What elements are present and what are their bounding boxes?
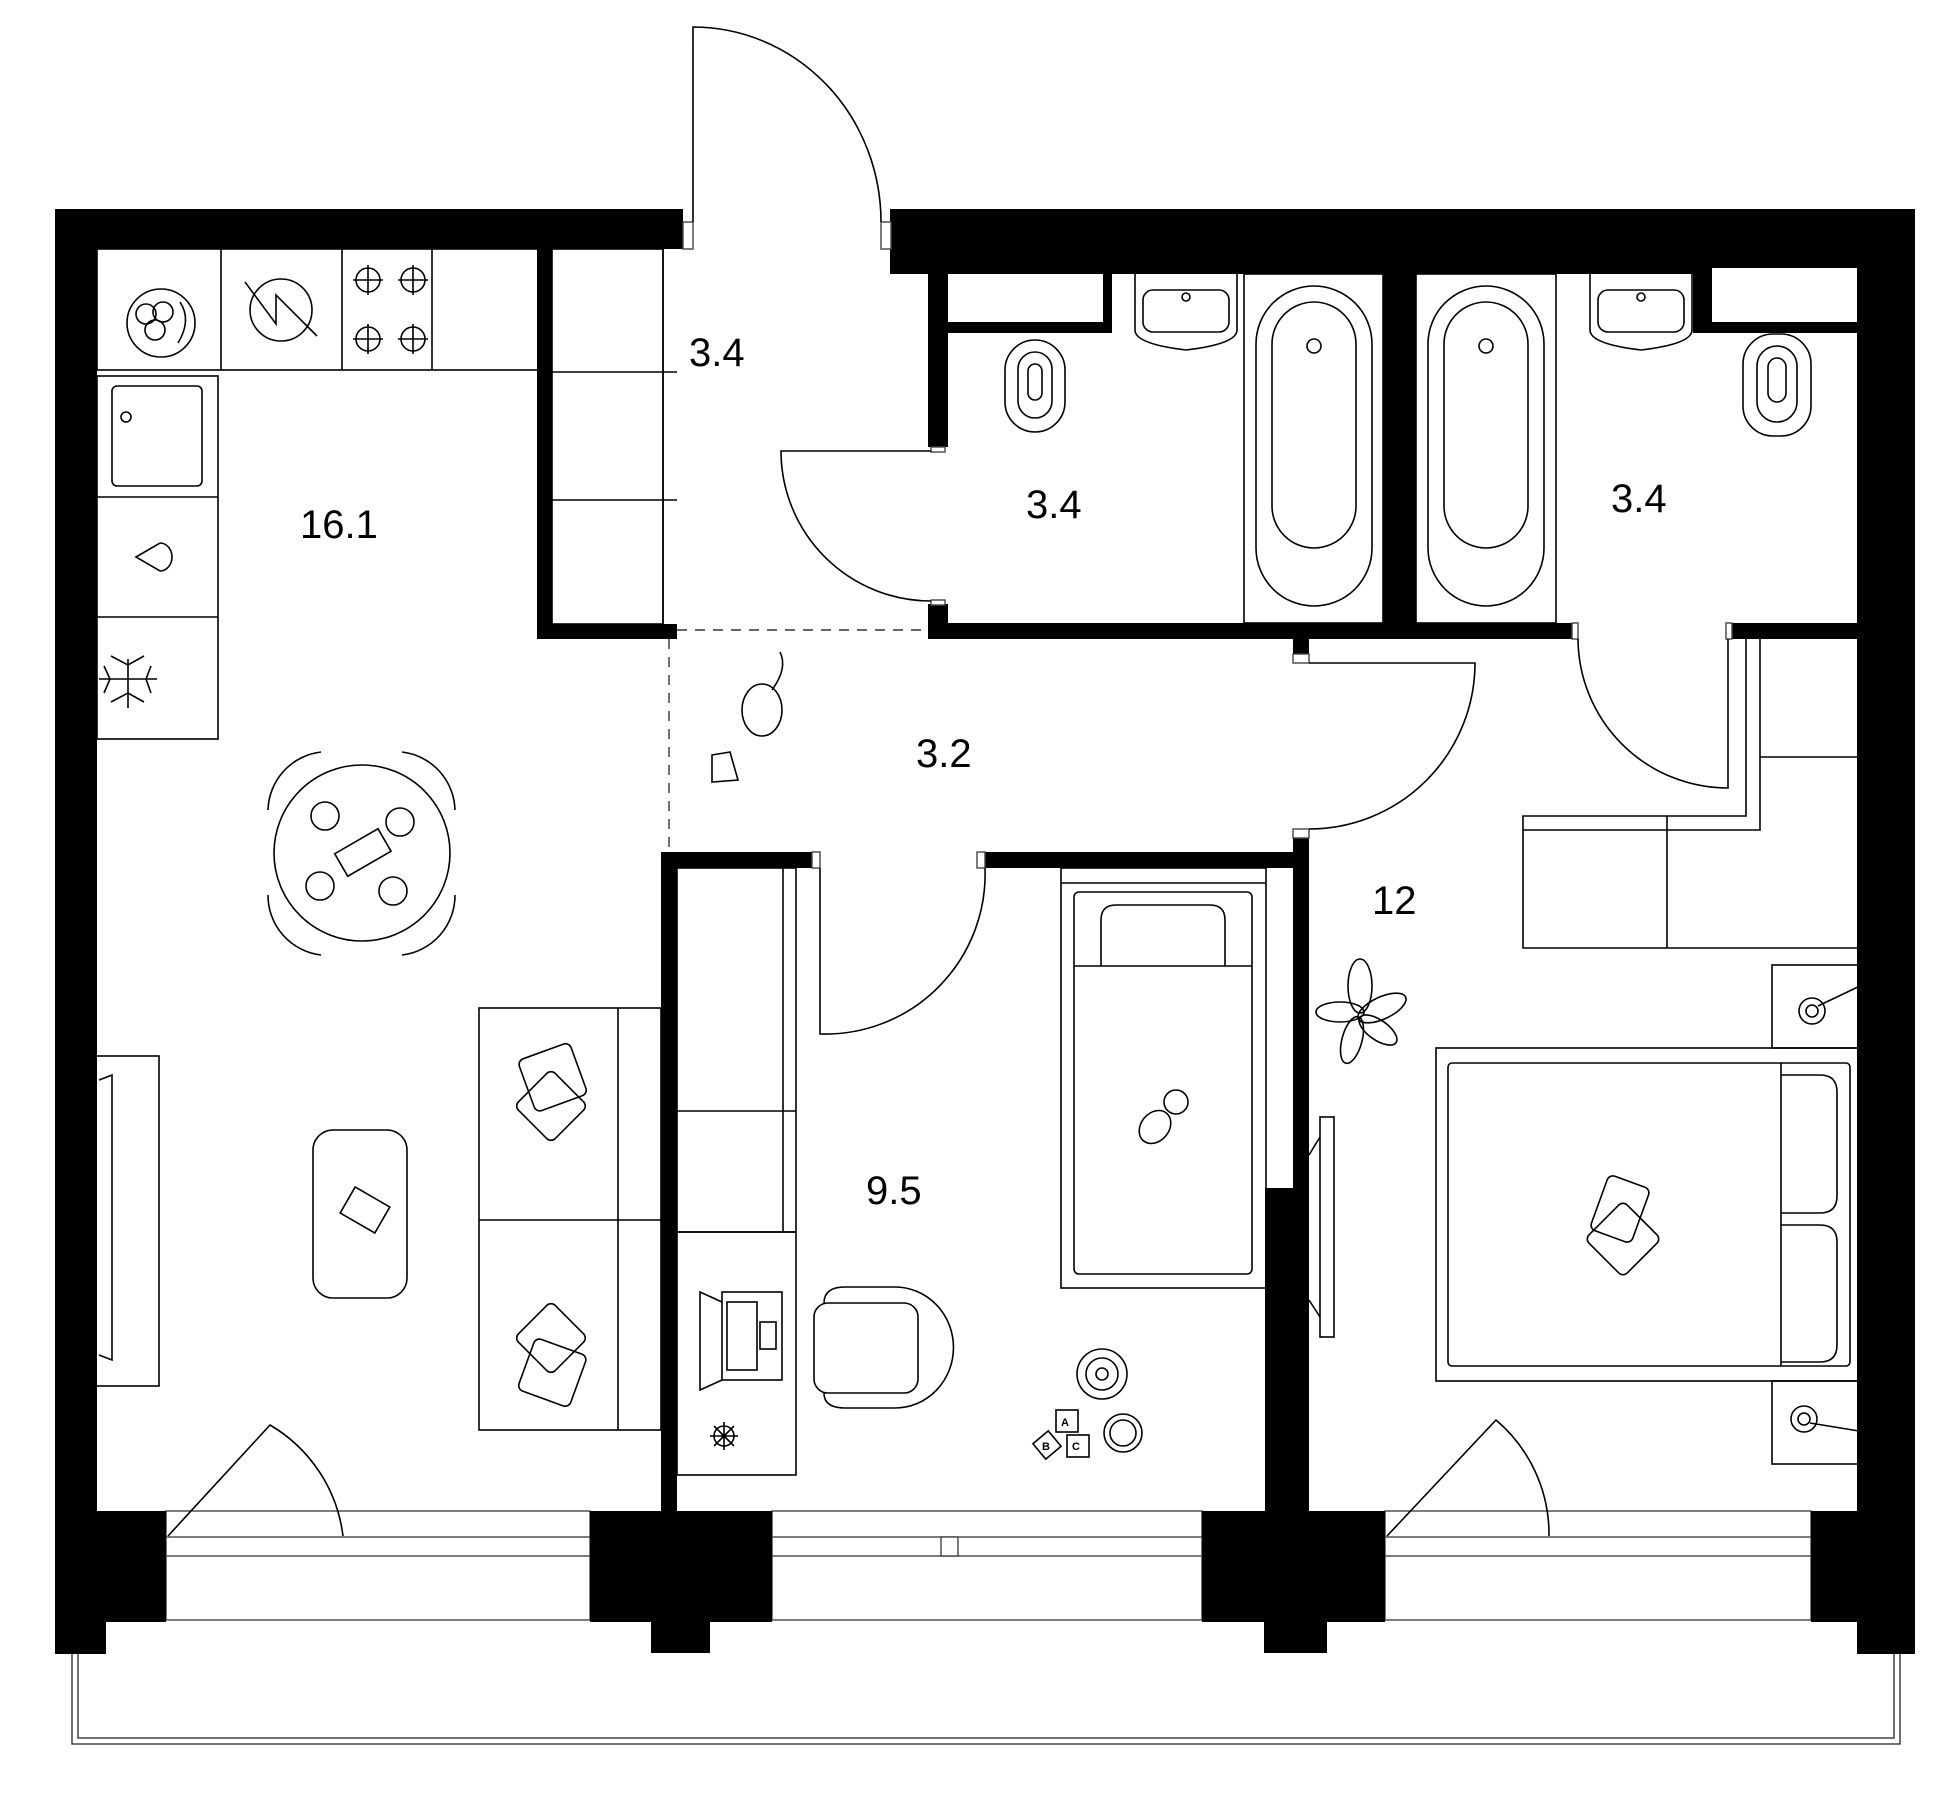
water-drop-icon xyxy=(134,542,173,572)
room-area-bathroom-1: 3.4 xyxy=(1026,483,1082,527)
room-area-entry-hall: 3.4 xyxy=(689,331,745,375)
toilet-icon xyxy=(1742,333,1812,437)
room-area-bathroom-2: 3.4 xyxy=(1611,477,1667,521)
living-balcony-door xyxy=(167,1423,344,1537)
door-jambs xyxy=(682,221,1733,869)
room-area-kids-room: 9.5 xyxy=(866,1169,922,1213)
room-area-living-kitchen: 16.1 xyxy=(300,503,378,547)
kids-bed xyxy=(1060,867,1267,1289)
sofa xyxy=(478,1007,662,1431)
hob-icon xyxy=(353,265,428,354)
desk-chair xyxy=(813,1302,919,1394)
doors xyxy=(167,26,1729,1537)
bathroom-2-door xyxy=(1577,638,1729,789)
windows xyxy=(165,1510,1812,1621)
dining-table xyxy=(267,751,456,956)
nightstand xyxy=(1771,1380,1872,1465)
tv-panel xyxy=(1319,1116,1335,1338)
tv-unit xyxy=(95,1055,160,1387)
double-bed xyxy=(1435,1047,1873,1382)
sink-icon xyxy=(111,385,203,487)
bathtub-icon xyxy=(1243,273,1384,624)
washbasin-icon xyxy=(1134,274,1238,351)
room-area-corridor: 3.2 xyxy=(916,732,972,776)
svg-text:A: A xyxy=(1061,1417,1069,1429)
bathroom-1-fixtures xyxy=(1004,273,1384,624)
kitchen xyxy=(96,248,539,740)
microwave-icon xyxy=(244,278,318,342)
desk xyxy=(676,1231,797,1476)
entrance-door xyxy=(692,26,882,223)
svg-text:C: C xyxy=(1072,1441,1080,1453)
washbasin-icon xyxy=(1589,274,1693,351)
snowflake-icon xyxy=(99,655,157,708)
cat-icon xyxy=(711,651,784,783)
living-furniture xyxy=(95,1007,662,1431)
bathroom-2-fixtures xyxy=(1415,273,1812,624)
balcony xyxy=(71,1654,1901,1745)
bedroom-door xyxy=(1308,662,1476,830)
fruit-bowl-icon xyxy=(126,288,196,358)
bathtub-icon xyxy=(1415,273,1557,624)
wardrobe xyxy=(676,867,797,1233)
bedroom-furniture xyxy=(1308,639,1873,1465)
walls xyxy=(55,209,1915,1654)
ring-toy-icon xyxy=(1076,1348,1128,1400)
zone-lines xyxy=(668,629,928,852)
kids-room-door xyxy=(819,867,986,1035)
nightstand xyxy=(1771,964,1872,1049)
toy-blocks: A B C xyxy=(1031,1409,1090,1461)
teddy-bunny-icon xyxy=(1138,1089,1189,1145)
entry-closet xyxy=(551,248,677,625)
svg-text:B: B xyxy=(1042,1441,1050,1453)
room-labels: 16.1 3.4 3.4 3.4 3.2 9.5 12 xyxy=(300,331,1667,1213)
kids-furniture: A B C xyxy=(676,867,1267,1476)
bedroom-balcony-door xyxy=(1386,1418,1550,1537)
plant-icon xyxy=(1315,958,1407,1065)
bathroom-1-door xyxy=(780,450,932,602)
plant-icon xyxy=(710,1422,738,1450)
coffee-table xyxy=(312,1129,408,1299)
room-area-bedroom: 12 xyxy=(1372,879,1417,923)
toilet-icon xyxy=(1004,339,1066,433)
